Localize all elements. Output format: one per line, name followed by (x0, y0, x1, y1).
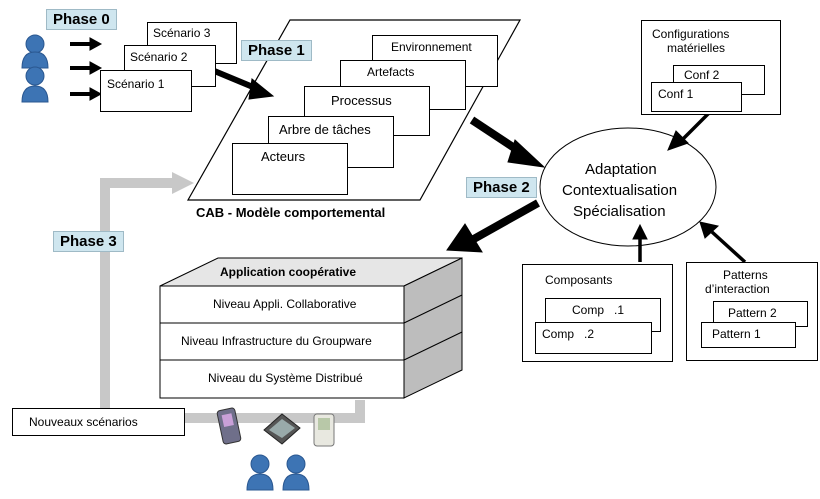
pattern-1-box: Pattern 1 (701, 322, 796, 348)
level-distributed: Niveau du Système Distribué (208, 371, 363, 385)
adaptation-line-1: Adaptation (585, 161, 657, 178)
layer-environnement-label: Environnement (391, 40, 472, 54)
scenario-1-box: Scénario 1 (100, 70, 192, 112)
patterns-title-1: Patterns (723, 268, 768, 282)
conf-1-label: Conf 1 (658, 87, 694, 101)
layer-acteurs-label: Acteurs (261, 149, 306, 164)
model-caption: CAB - Modèle comportemental (196, 205, 386, 220)
layer-arbre-label: Arbre de tâches (279, 122, 371, 137)
conf-1-box: Conf 1 (651, 82, 742, 112)
layer-processus-label: Processus (331, 93, 392, 108)
black-arrows (70, 37, 747, 264)
application-title: Application coopérative (220, 265, 357, 279)
phase-2-label: Phase 2 (466, 177, 537, 198)
comp-2-label: Comp .2 (542, 327, 595, 341)
new-scenarios-box: Nouveaux scénarios (12, 408, 185, 436)
components-title: Composants (545, 273, 613, 287)
level-collaborative: Niveau Appli. Collaborative (213, 297, 357, 311)
adaptation-line-3: Spécialisation (573, 203, 666, 220)
new-scenarios-label: Nouveaux scénarios (29, 415, 138, 429)
pattern-2-label: Pattern 2 (728, 306, 777, 320)
phase-3-label: Phase 3 (53, 231, 124, 252)
adaptation-ellipse (539, 127, 717, 247)
scenario-3-label: Scénario 3 (153, 26, 211, 40)
scenario-2-label: Scénario 2 (130, 50, 188, 64)
conf-2-label: Conf 2 (684, 68, 720, 82)
hardware-title-1: Configurations (652, 27, 730, 41)
comp-2-box: Comp .2 (535, 322, 652, 354)
adaptation-line-2: Contextualisation (562, 182, 678, 199)
hardware-title-2: matérielles (667, 41, 726, 55)
patterns-title-2: d’interaction (705, 282, 770, 296)
application-stack (159, 257, 463, 399)
layer-artefacts-label: Artefacts (367, 65, 415, 79)
phase-0-label: Phase 0 (46, 9, 117, 30)
user-icons (21, 34, 310, 491)
phase-1-label: Phase 1 (241, 40, 312, 61)
device-icons (216, 407, 335, 447)
pattern-1-label: Pattern 1 (712, 327, 761, 341)
scenario-1-label: Scénario 1 (107, 77, 165, 91)
level-groupware: Niveau Infrastructure du Groupware (181, 334, 372, 348)
comp-1-label: Comp .1 (572, 303, 625, 317)
layer-acteurs: Acteurs (232, 143, 348, 195)
